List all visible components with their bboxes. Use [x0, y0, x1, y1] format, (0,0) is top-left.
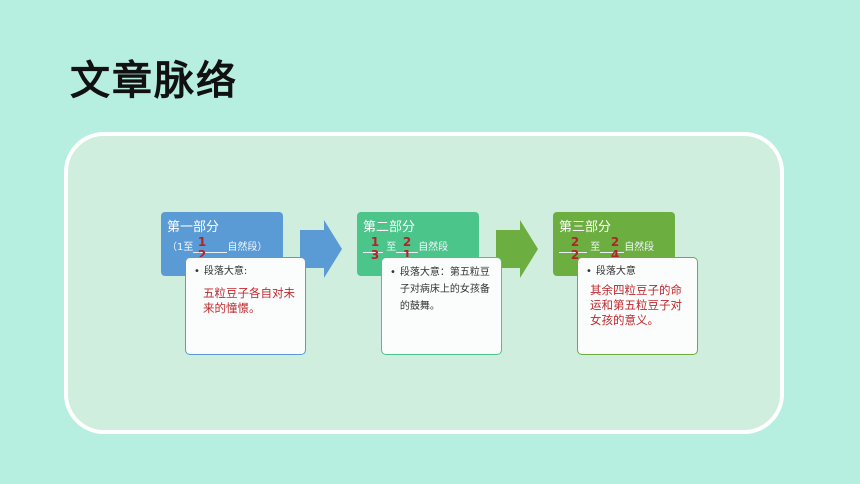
part1-bullet-text: 段落大意: — [203, 266, 248, 277]
bullet-icon: • — [586, 266, 592, 277]
arrow-2-icon — [496, 220, 538, 278]
part3-answer-text: 其余四粒豆子的命运和第五粒豆子对女孩的意义。 — [590, 283, 682, 327]
part2-range-mid: 至 — [386, 242, 397, 253]
part3-bullet-text: 段落大意 — [595, 266, 636, 277]
part2-heading: 第二部分 — [363, 220, 416, 235]
part1-answer-bottom: 2 — [197, 248, 207, 262]
part2-range: 至 自然段 1 3 2 1 — [363, 235, 473, 262]
part1-card: • 段落大意: 五粒豆子各自对未来的憧憬。 — [185, 257, 306, 355]
page-title: 文章脉络 — [70, 58, 238, 104]
part2-bullet: • 段落大意：第五粒豆子对病床上的女孩备的鼓舞。 — [390, 264, 493, 315]
part2-card: • 段落大意：第五粒豆子对病床上的女孩备的鼓舞。 — [381, 257, 502, 355]
part2-bullet-text: 段落大意：第五粒豆子对病床上的女孩备的鼓舞。 — [399, 267, 490, 312]
part2-answer-a-bottom: 3 — [370, 248, 380, 262]
arrow-1-icon — [300, 220, 342, 278]
part3-range-mid: 至 — [590, 242, 601, 253]
part3-answer-b-top: 2 — [610, 235, 620, 249]
part2-answer-b-top: 2 — [402, 235, 412, 249]
part1-range-suffix: 自然段） — [227, 242, 268, 253]
part2-blank-b — [396, 241, 419, 253]
part1-blank — [193, 241, 228, 253]
part1-range-prefix: （1至 — [167, 242, 194, 253]
part3-blank-b — [600, 241, 625, 253]
part1-range: （1至 自然段） 1 2 — [167, 235, 277, 262]
part2-answer-a-top: 1 — [370, 235, 380, 249]
part3-blank-a — [559, 241, 587, 253]
part3-answer-a-top: 2 — [570, 235, 580, 249]
part3-range: 至 自然段 2 2 2 4 — [559, 235, 669, 262]
part2-blank-a — [363, 241, 383, 253]
part2-range-suffix: 自然段 — [418, 242, 449, 253]
part3-answer-a-bottom: 2 — [570, 248, 580, 262]
part3-heading: 第三部分 — [559, 220, 612, 235]
part3-bullet: • 段落大意 — [586, 264, 689, 279]
part2-answer-b-bottom: 1 — [402, 248, 412, 262]
part1-heading: 第一部分 — [167, 220, 220, 235]
part1-bullet: • 段落大意: — [194, 264, 297, 279]
bullet-icon: • — [390, 267, 396, 278]
part1-answer-text: 五粒豆子各自对未来的憧憬。 — [203, 286, 295, 315]
part3-header: 第三部分 至 自然段 2 2 2 4 — [553, 212, 675, 276]
part3-card: • 段落大意 其余四粒豆子的命运和第五粒豆子对女孩的意义。 — [577, 257, 698, 355]
bullet-icon: • — [194, 266, 200, 277]
part3-range-suffix: 自然段 — [624, 242, 655, 253]
part1-answer-top: 1 — [197, 235, 207, 249]
part3-answer-b-bottom: 4 — [610, 248, 620, 262]
